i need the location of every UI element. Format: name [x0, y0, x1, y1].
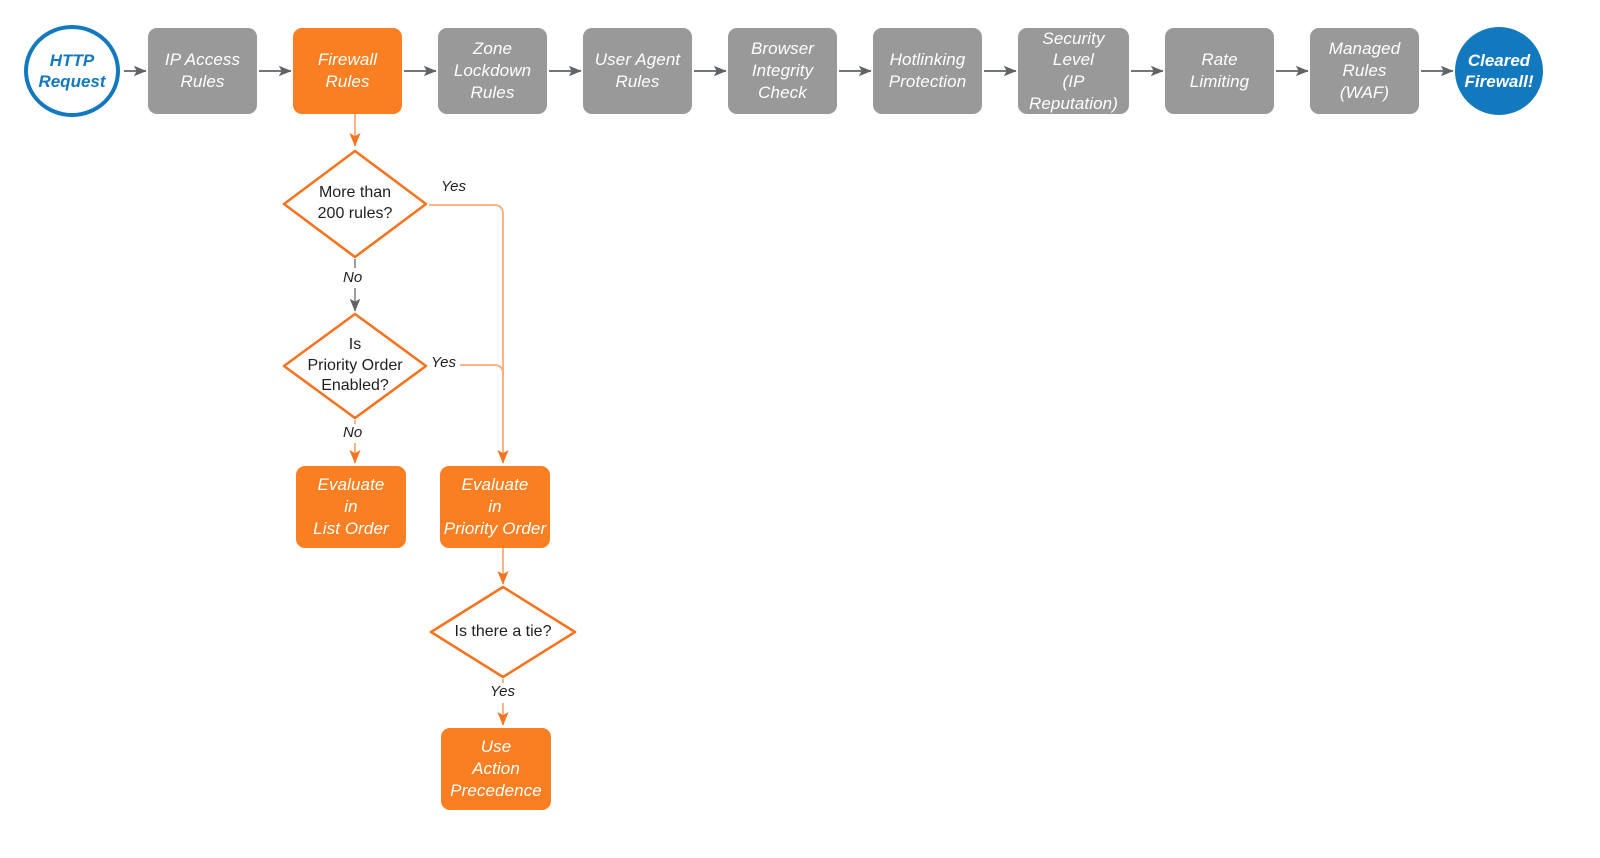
edge-label-priority-yes: Yes [428, 354, 460, 371]
node-label: Zone Lockdown Rules [453, 39, 532, 102]
node-user-agent-rules[interactable]: User Agent Rules [583, 28, 692, 114]
edge-label-rules200-yes: Yes [438, 178, 470, 195]
node-evaluate-in-list-order[interactable]: Evaluate in List Order [296, 466, 406, 548]
node-label: Hotlinking Protection [888, 50, 967, 91]
node-browser-integrity-check[interactable]: Browser Integrity Check [728, 28, 837, 114]
node-evaluate-in-priority-order[interactable]: Evaluate in Priority Order [440, 466, 550, 548]
diamond-shape [429, 585, 577, 679]
node-cleared-firewall[interactable]: Cleared Firewall! [1455, 27, 1543, 115]
diamond-shape [282, 149, 428, 259]
diamond-shape [282, 312, 428, 420]
node-http-request[interactable]: HTTP Request [24, 25, 120, 117]
node-label: IP Access Rules [164, 50, 241, 91]
node-label: HTTP Request [38, 50, 106, 91]
node-label: Firewall Rules [317, 50, 378, 91]
decision-more-than-200-rules[interactable]: More than 200 rules? [281, 148, 429, 260]
node-label: Use Action Precedence [450, 737, 542, 800]
edge-rules200-yes [429, 204, 509, 464]
node-hotlinking-protection[interactable]: Hotlinking Protection [873, 28, 982, 114]
node-label: Evaluate in List Order [313, 475, 389, 538]
node-label: Managed Rules (WAF) [1328, 39, 1401, 102]
node-label: Evaluate in Priority Order [443, 475, 547, 538]
node-rate-limiting[interactable]: Rate Limiting [1165, 28, 1274, 114]
edge-label-rules200-no: No [340, 269, 366, 286]
edge-label-priority-no: No [340, 424, 366, 441]
node-label: Security Level (IP Reputation) [1029, 28, 1118, 113]
node-managed-rules-waf[interactable]: Managed Rules (WAF) [1310, 28, 1419, 114]
node-label: Cleared Firewall! [1464, 50, 1534, 91]
node-use-action-precedence[interactable]: Use Action Precedence [441, 728, 551, 810]
node-label: Rate Limiting [1189, 50, 1250, 91]
node-zone-lockdown-rules[interactable]: Zone Lockdown Rules [438, 28, 547, 114]
node-ip-access-rules[interactable]: IP Access Rules [148, 28, 257, 114]
decision-is-there-a-tie[interactable]: Is there a tie? [428, 584, 578, 680]
node-label: Browser Integrity Check [750, 39, 815, 102]
node-firewall-rules[interactable]: Firewall Rules [293, 28, 402, 114]
node-label: User Agent Rules [594, 50, 681, 91]
edge-label-tie-yes: Yes [487, 683, 519, 700]
decision-priority-order-enabled[interactable]: Is Priority Order Enabled? [281, 311, 429, 421]
node-security-level[interactable]: Security Level (IP Reputation) [1018, 28, 1129, 114]
